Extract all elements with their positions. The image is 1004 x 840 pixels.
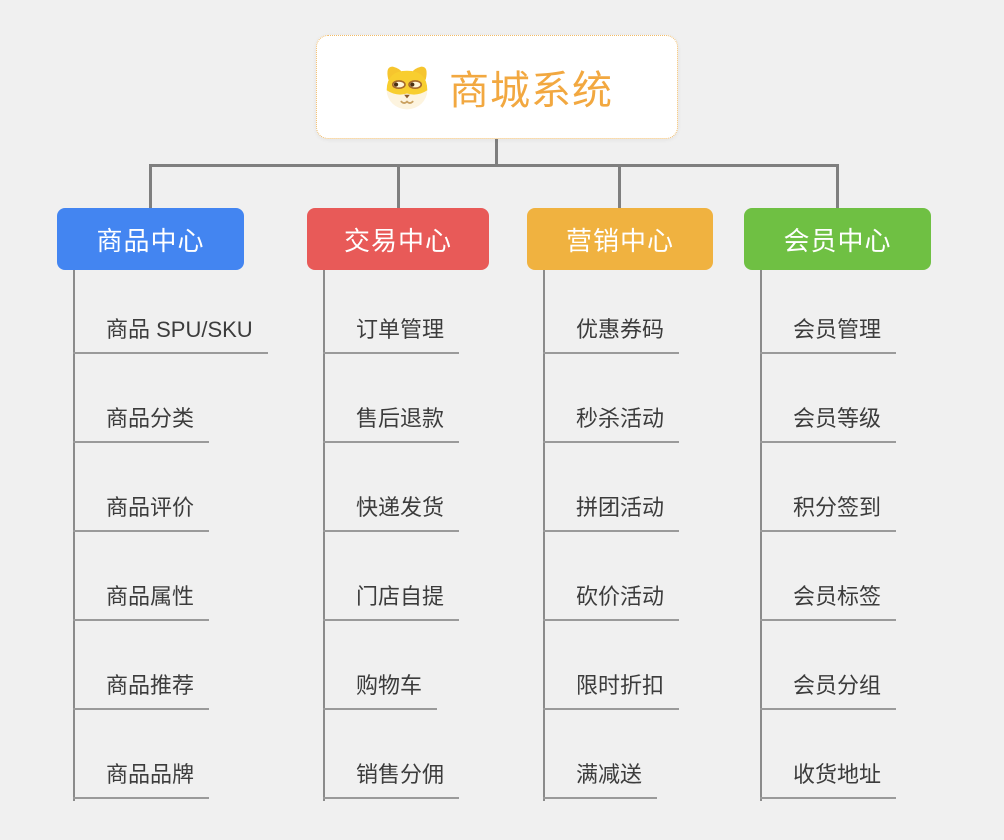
leaf-label: 商品分类 — [106, 406, 195, 431]
connector-drop-marketing — [618, 164, 621, 208]
branch-header-trade[interactable]: 交易中心 — [307, 208, 489, 270]
leaf-label: 会员管理 — [793, 317, 882, 342]
leaf-label: 商品 SPU/SKU — [106, 317, 253, 342]
branch-header-products[interactable]: 商品中心 — [57, 208, 244, 270]
leaf-item[interactable]: 优惠券码 — [543, 270, 680, 354]
leaf-label: 拼团活动 — [576, 495, 665, 520]
branch-spine — [323, 270, 325, 801]
branch-members: 会员中心 会员管理 会员等级 积分签到 会员标签 会员分组 收货地址 — [744, 208, 931, 801]
leaf-label: 积分签到 — [793, 495, 882, 520]
branch-spine — [73, 270, 75, 801]
leaf-item[interactable]: 订单管理 — [323, 270, 460, 354]
leaf-item[interactable]: 积分签到 — [760, 443, 897, 532]
connector-root-stub — [495, 139, 498, 165]
connector-horizontal-bar — [149, 164, 839, 167]
leaf-item[interactable]: 商品评价 — [73, 443, 210, 532]
leaf-label: 销售分佣 — [356, 762, 445, 787]
leaf-label: 会员等级 — [793, 406, 882, 431]
dog-face-icon — [386, 66, 428, 110]
leaf-label: 商品品牌 — [106, 762, 195, 787]
leaf-item[interactable]: 门店自提 — [323, 532, 460, 621]
branch-label: 交易中心 — [343, 225, 452, 256]
leaf-item[interactable]: 商品品牌 — [73, 710, 210, 799]
leaf-item[interactable]: 售后退款 — [323, 354, 460, 443]
leaf-label: 售后退款 — [356, 406, 445, 431]
leaf-item[interactable]: 满减送 — [543, 710, 658, 799]
leaf-label: 商品评价 — [106, 495, 195, 520]
leaf-item[interactable]: 秒杀活动 — [543, 354, 680, 443]
leaf-label: 门店自提 — [356, 584, 445, 609]
leaf-item[interactable]: 购物车 — [323, 621, 438, 710]
leaf-item[interactable]: 会员分组 — [760, 621, 897, 710]
leaf-label: 秒杀活动 — [576, 406, 665, 431]
leaf-label: 限时折扣 — [576, 673, 665, 698]
leaf-item[interactable]: 砍价活动 — [543, 532, 680, 621]
branch-header-members[interactable]: 会员中心 — [744, 208, 931, 270]
leaf-label: 快递发货 — [356, 495, 445, 520]
leaf-item[interactable]: 商品分类 — [73, 354, 210, 443]
leaf-item[interactable]: 商品属性 — [73, 532, 210, 621]
root-title: 商城系统 — [449, 69, 613, 113]
branch-marketing: 营销中心 优惠券码 秒杀活动 拼团活动 砍价活动 限时折扣 满减送 — [527, 208, 713, 801]
leaf-label: 购物车 — [356, 673, 423, 698]
leaf-item[interactable]: 销售分佣 — [323, 710, 460, 799]
leaf-label: 会员标签 — [793, 584, 882, 609]
branch-products: 商品中心 商品 SPU/SKU 商品分类 商品评价 商品属性 商品推荐 商品品牌 — [57, 208, 268, 801]
branch-spine — [543, 270, 545, 801]
leaf-item[interactable]: 会员等级 — [760, 354, 897, 443]
leaf-label: 商品推荐 — [106, 673, 195, 698]
connector-drop-trade — [397, 164, 400, 208]
leaf-label: 订单管理 — [356, 317, 445, 342]
leaf-item[interactable]: 商品推荐 — [73, 621, 210, 710]
leaf-item[interactable]: 商品 SPU/SKU — [73, 270, 268, 354]
leaf-item[interactable]: 收货地址 — [760, 710, 897, 799]
leaf-label: 会员分组 — [793, 673, 882, 698]
branch-header-marketing[interactable]: 营销中心 — [527, 208, 713, 270]
leaf-label: 优惠券码 — [576, 317, 665, 342]
leaf-item[interactable]: 快递发货 — [323, 443, 460, 532]
branch-trade: 交易中心 订单管理 售后退款 快递发货 门店自提 购物车 销售分佣 — [307, 208, 489, 801]
branch-label: 营销中心 — [565, 225, 674, 256]
branch-label: 会员中心 — [783, 225, 892, 256]
connector-drop-members — [836, 164, 839, 208]
leaf-item[interactable]: 会员管理 — [760, 270, 897, 354]
leaf-label: 商品属性 — [106, 584, 195, 609]
leaf-item[interactable]: 限时折扣 — [543, 621, 680, 710]
branch-label: 商品中心 — [96, 225, 205, 256]
leaf-label: 砍价活动 — [576, 584, 665, 609]
leaf-item[interactable]: 拼团活动 — [543, 443, 680, 532]
leaf-label: 满减送 — [576, 762, 643, 787]
branch-spine — [760, 270, 762, 801]
leaf-label: 收货地址 — [793, 762, 882, 787]
root-node-mall-system[interactable]: 商城系统 — [316, 35, 678, 139]
leaf-item[interactable]: 会员标签 — [760, 532, 897, 621]
connector-drop-products — [149, 164, 152, 208]
